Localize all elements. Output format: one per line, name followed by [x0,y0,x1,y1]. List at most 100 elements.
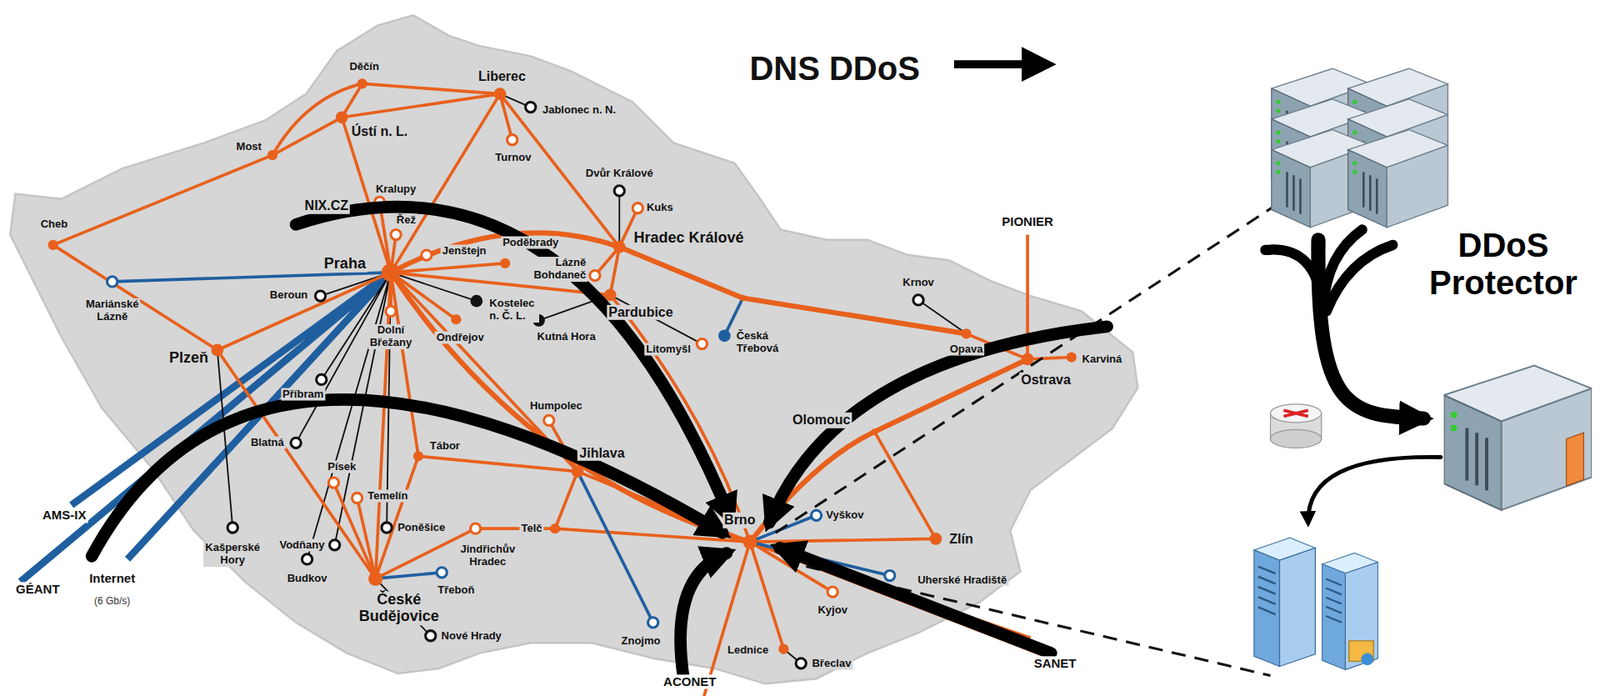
city-dot [614,185,625,196]
city-dot [613,240,626,254]
router-icon [1270,404,1321,449]
city-dot [450,314,461,325]
map-label: Hradec Králové [631,229,745,247]
server-node: DDoS Protector [1401,226,1600,510]
city-rings [107,276,895,628]
map-label: Beroun [268,288,310,301]
city-dot [357,78,368,89]
map-label: Zlín [947,530,975,546]
city-dot [544,415,555,425]
map-label: Telč [519,522,544,535]
city-dot [390,229,401,240]
city-dot [381,263,400,282]
city-dot [335,110,349,124]
city-dot [436,567,447,578]
map-label: Karviná [1080,353,1125,366]
city-dot [494,87,507,100]
city-dot [425,630,436,641]
map-label: Kutná Hora [535,330,598,344]
city-dot [960,328,971,339]
backbone-link [390,232,1028,542]
attack-arrow [295,206,731,519]
map-label: Praha [322,255,368,273]
map-label: Znojmo [620,635,663,648]
heading-label: DNS DDoS [747,49,921,88]
city-dot [330,540,340,550]
map-label: Kralupy [374,182,418,195]
attack-arrows [91,206,1107,679]
map-label: Děčín [347,60,380,73]
map-label: Příbram [280,387,325,400]
link-line [53,83,1072,696]
map-label: Tábor [428,440,462,453]
map-label: Most [235,140,264,154]
map-label: Jablonec n. N. [540,104,618,117]
city-dot [632,203,643,214]
map-label: Kostelec n. Č. L. [487,297,540,323]
map-label: Pardubice [606,304,675,320]
traffic-arrows [1265,229,1441,522]
city-dot [227,522,238,533]
map-label: Humpolec [528,400,585,413]
map-label: Turnov [493,150,533,164]
map-label: Nové Hrady [440,629,504,642]
map-label: AMS-IX [40,508,89,523]
map-label: Internet [87,571,137,586]
map-label: Jenštejn [440,245,489,258]
map-label: Jihlava [577,445,626,460]
map-label: Krnov [900,276,936,290]
leader-line [775,201,1281,675]
map-label: Kyjov [815,604,849,617]
traffic-arrow [1326,245,1394,312]
city-dot [267,150,278,160]
city-dot [316,374,327,385]
map-label: Vyškov [824,509,865,522]
city-dot [810,510,821,520]
protector-panel [1566,432,1585,486]
city-dot [740,295,746,301]
map-label: Třeboň [435,583,476,596]
city-dot [48,240,59,250]
city-dot [590,270,600,280]
map-label: Vodňany [277,538,326,551]
map-label: Mariánské Lázně [84,299,141,325]
city-dot [328,477,339,488]
link-line [112,272,890,623]
city-dots [48,78,1077,655]
city-dot [470,523,480,534]
city-dot [696,338,707,349]
datacenter-icon [1254,537,1378,670]
city-dot [827,586,838,597]
map-label: Břeclav [810,656,853,670]
map-label: Kašperské Hory [203,541,262,567]
city-dot [550,523,560,534]
map-label: Lázně Bohdaneč [531,256,588,282]
map-label: Litomyšl [644,342,692,355]
city-dot [571,465,585,478]
flow-arrow [954,60,1046,69]
map-label: Ondřejov [435,331,486,345]
map-label: Plzeň [167,348,210,366]
city-dot [913,295,924,305]
city-dots [470,295,545,327]
map-label: Česká Třebová [735,330,781,355]
city-dot [351,492,362,503]
map-label: NIX.CZ [303,198,350,214]
server-cluster [1271,68,1449,228]
city-dot [368,571,383,586]
map-label: GÉANT [14,581,62,596]
city-dot [470,295,483,308]
city-dot [413,450,424,461]
map-label: Budkov [285,572,330,585]
map-label: Jindřichův Hradec [458,543,517,569]
city-dot [210,344,224,357]
protector-server [1444,365,1592,510]
map-label: Poděbrady [500,236,560,250]
city-dot [871,428,878,435]
map-label: Olomouc [790,412,852,428]
map-label: Opava [948,342,985,355]
city-dot [107,276,118,287]
attack-arrow [780,547,1052,653]
city-dot [1066,351,1077,362]
map-label: ACONET [661,674,718,689]
